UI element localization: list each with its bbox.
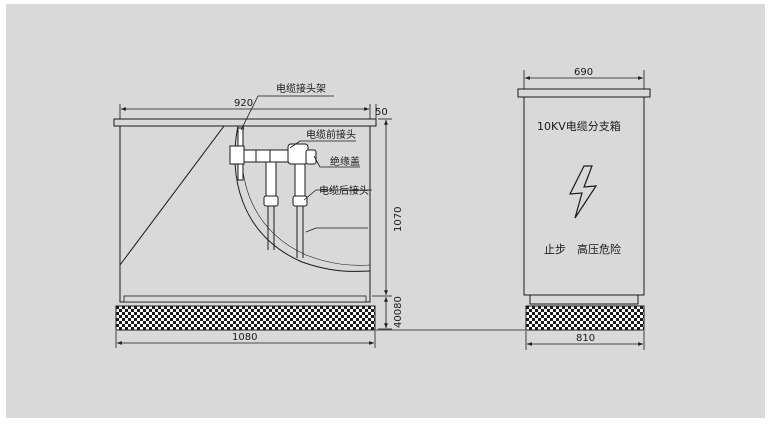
label-cable-bracket: 电缆接头架 (276, 82, 326, 95)
left-door-diagonal (119, 125, 225, 266)
dim-920: 920 (234, 98, 253, 109)
left-cabinet (113, 118, 377, 303)
label-rear-joint: 电缆后接头 (319, 184, 369, 197)
warning-danger: 高压危险 (577, 242, 621, 256)
dim-40080: 40080 (393, 296, 404, 328)
dim-1070: 1070 (393, 207, 404, 232)
insulation-cap (305, 149, 317, 165)
label-front-joint: 电缆前接头 (306, 128, 356, 141)
left-dimensions (115, 104, 392, 348)
cabinet-title: 10KV电缆分支箱 (537, 119, 621, 133)
cables (267, 206, 304, 258)
right-cabinet-lid (517, 88, 651, 98)
dim-50: 50 (375, 107, 388, 118)
right-cabinet-body (523, 96, 645, 296)
left-cabinet-foot (123, 295, 367, 303)
lightning-bolt-icon (568, 165, 598, 219)
cable-joint-assembly (229, 127, 317, 207)
dim-690: 690 (574, 67, 593, 78)
label-insulation-cap: 绝缘盖 (330, 155, 360, 168)
dim-810: 810 (576, 333, 595, 344)
warning-stop: 止步 (544, 243, 566, 256)
right-concrete-base (525, 305, 645, 331)
right-cabinet-foot (529, 294, 639, 305)
leader-lines (240, 95, 372, 233)
right-dimensions (523, 70, 645, 350)
right-cabinet (517, 88, 651, 305)
front-joint-body (243, 149, 295, 163)
left-concrete-base (115, 305, 376, 331)
dim-1080: 1080 (232, 332, 257, 343)
cable-bracket-arm (229, 145, 245, 165)
